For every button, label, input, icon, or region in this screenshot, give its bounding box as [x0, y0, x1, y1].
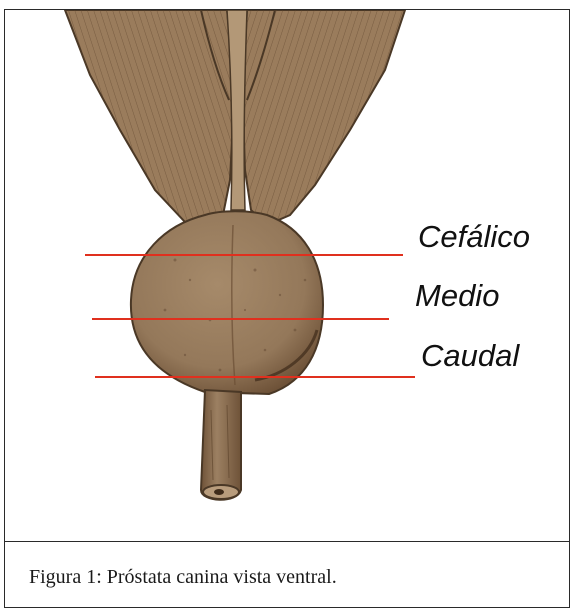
middle-label: Medio — [415, 280, 499, 311]
caption-divider — [5, 541, 569, 542]
cephalic-label: Cefálico — [418, 221, 530, 252]
figure-frame: Cefálico Medio Caudal Figura 1: Próstata… — [4, 9, 570, 608]
prostate-gland — [131, 211, 323, 394]
urethra — [201, 390, 241, 500]
prostate-illustration — [5, 10, 569, 541]
figure-caption: Figura 1: Próstata canina vista ventral. — [29, 566, 337, 589]
illustration-panel — [5, 10, 569, 541]
caudal-label: Caudal — [421, 340, 519, 371]
